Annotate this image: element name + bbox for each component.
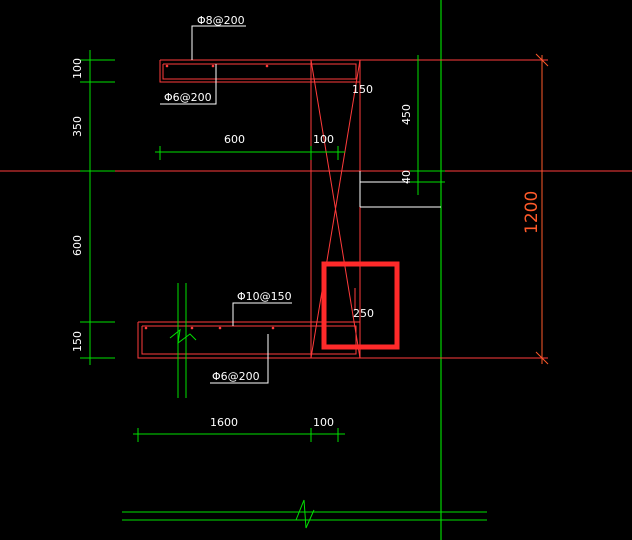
leader-bottom-rebar [232, 302, 292, 326]
break-zigzag [169, 328, 197, 345]
dim-left-100: 100 [71, 58, 84, 79]
dim-left-150: 150 [71, 331, 84, 352]
selected-dim-label: 250 [353, 307, 374, 320]
top-rebar-label: Φ8@200 [197, 14, 245, 27]
bottom-slab-inner [141, 325, 357, 355]
rebar-dots [144, 64, 275, 330]
dim-right-450: 450 [400, 104, 413, 125]
bottom-distribution-label: Φ6@200 [212, 370, 260, 383]
overall-dimension [535, 53, 549, 365]
rebar-labels: Φ8@200 Φ6@200 Φ10@150 Φ6@200 150 250 [164, 14, 374, 383]
dim-left-350: 350 [71, 116, 84, 137]
dim-bottom-100: 100 [313, 416, 334, 429]
leader-top-rebar [191, 25, 246, 60]
rebar-dot [265, 64, 269, 68]
dim-right-40: 40 [400, 170, 413, 184]
dim-top-100: 100 [313, 133, 334, 146]
overall-dim-tick [535, 351, 549, 365]
dim-top-600: 600 [224, 133, 245, 146]
dim-overall-1200: 1200 [522, 191, 542, 234]
rebar-dot [190, 326, 194, 330]
rebar-dot [165, 64, 169, 68]
bottom-break-zigzag [295, 499, 315, 529]
leader-top-distribution [160, 64, 217, 105]
selection-highlight-box[interactable] [321, 261, 400, 350]
leader-bottom-distribution [210, 334, 269, 384]
horizontal-dim-labels: 600 100 1600 100 [210, 133, 334, 429]
top-distribution-label: Φ6@200 [164, 91, 212, 104]
wall-diagonal-2 [310, 59, 361, 359]
overall-dim-tick [535, 53, 549, 67]
structure-outline [137, 59, 548, 359]
break-symbols [122, 283, 487, 529]
rebar-dot [211, 64, 215, 68]
rebar-dot [144, 326, 148, 330]
dimension-lines [80, 50, 445, 442]
vertical-dim-labels: 100 350 600 150 450 40 [71, 58, 413, 352]
bottom-rebar-label: Φ10@150 [237, 290, 292, 303]
dim-bottom-1600: 1600 [210, 416, 238, 429]
rebar-dot [271, 326, 275, 330]
wall-thickness-label: 150 [352, 83, 373, 96]
rebar-dot [218, 326, 222, 330]
leader-lines [160, 25, 292, 384]
bottom-slab-outline [137, 321, 361, 359]
dim-left-600: 600 [71, 235, 84, 256]
top-slab-inner [162, 63, 357, 80]
